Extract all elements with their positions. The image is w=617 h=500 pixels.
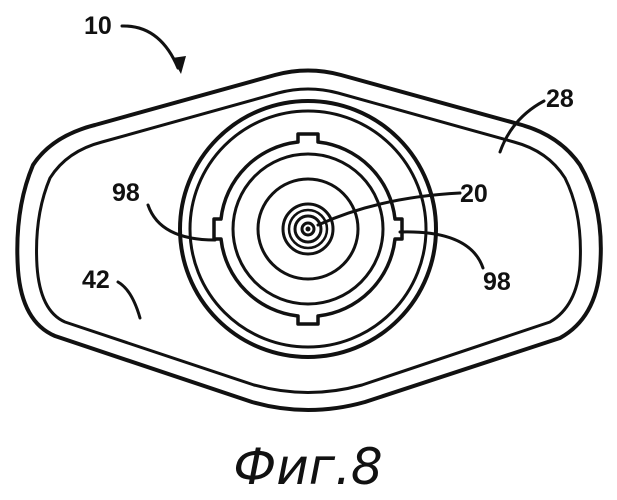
leader-arrow-10 [172, 56, 186, 74]
housing-outer-outline [17, 71, 601, 411]
label-28: 28 [546, 85, 574, 113]
leader-line-10 [122, 26, 178, 68]
label-10: 10 [84, 12, 112, 40]
figure-caption: Фиг.8 [233, 438, 383, 496]
label-20: 20 [460, 180, 488, 208]
label-98-right: 98 [483, 268, 511, 296]
leader-line-98-right [400, 232, 483, 268]
label-42: 42 [82, 266, 110, 294]
hub-center-dot [306, 227, 311, 232]
label-98-left: 98 [112, 179, 140, 207]
leader-line-42 [118, 282, 140, 318]
